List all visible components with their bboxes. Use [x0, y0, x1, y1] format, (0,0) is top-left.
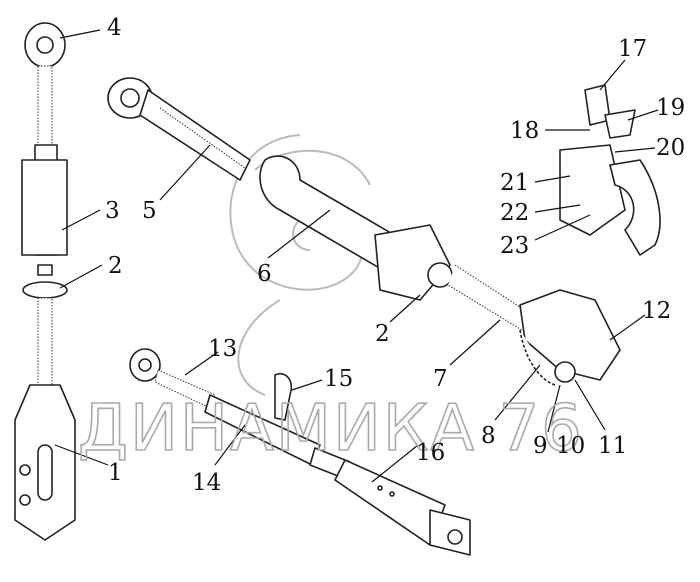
callout-13: 13: [208, 336, 237, 362]
callout-4: 4: [107, 15, 122, 41]
watermark-text: ДИНАМИКА 76: [78, 392, 584, 466]
top-link: [107, 77, 621, 386]
callout-2: 2: [108, 253, 123, 279]
callout-5: 5: [142, 198, 157, 224]
lower-link: [129, 348, 471, 556]
callout-23: 23: [500, 233, 529, 259]
callout-3: 3: [105, 198, 120, 224]
lifting-rod: [14, 22, 76, 541]
callout-18: 18: [510, 118, 539, 144]
callout-7: 7: [433, 366, 448, 392]
callout-15: 15: [324, 366, 353, 392]
callout-21: 21: [500, 170, 529, 196]
callout-2: 2: [375, 321, 390, 347]
callout-11: 11: [598, 433, 627, 459]
callout-17: 17: [618, 36, 647, 62]
callout-19: 19: [656, 95, 685, 121]
callout-9: 9: [533, 433, 548, 459]
hook-assembly: [559, 84, 661, 256]
callout-22: 22: [500, 200, 529, 226]
callout-12: 12: [642, 298, 671, 324]
callout-16: 16: [416, 440, 445, 466]
callout-8: 8: [481, 423, 496, 449]
callout-1: 1: [108, 460, 123, 486]
callout-14: 14: [192, 470, 221, 496]
leader-lines: [54, 29, 659, 483]
callout-6: 6: [257, 261, 272, 287]
callout-10: 10: [556, 433, 585, 459]
callout-20: 20: [656, 135, 685, 161]
